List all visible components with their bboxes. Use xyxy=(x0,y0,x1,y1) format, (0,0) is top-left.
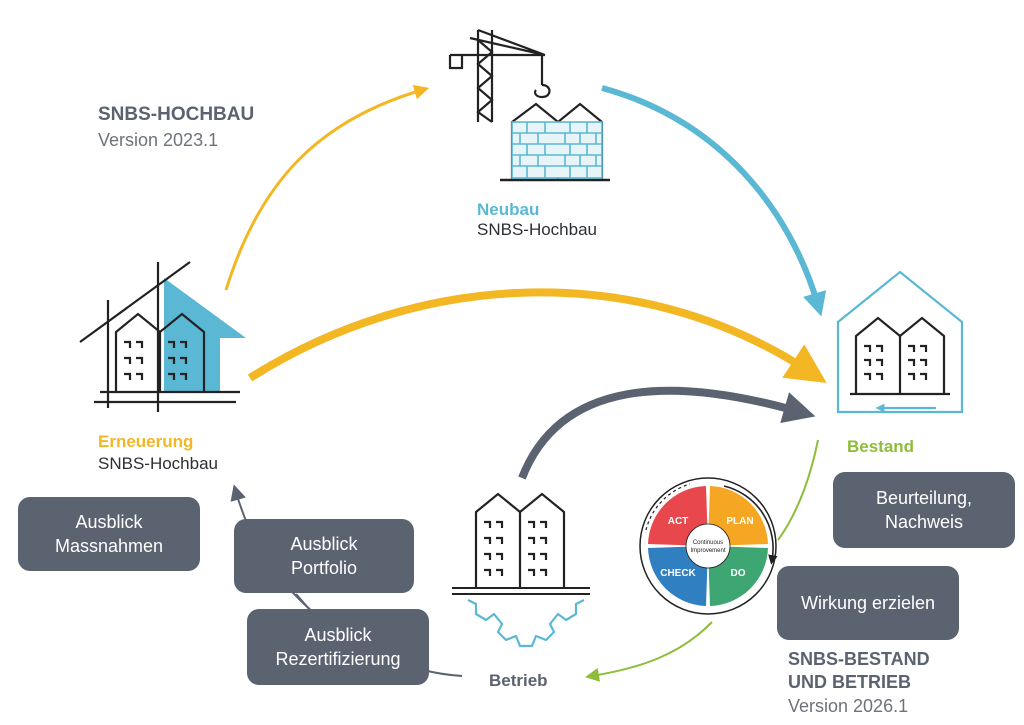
header-right-line1: SNBS-BESTAND xyxy=(788,649,930,669)
building-gear-icon xyxy=(452,492,590,648)
neubau-subtitle: SNBS-Hochbau xyxy=(477,220,598,239)
bestand-title: Bestand xyxy=(847,437,915,456)
box-rezert-line2: Rezertifizierung xyxy=(275,649,401,669)
arrow-erneuerung-to-bestand xyxy=(247,288,827,383)
box-beurteilung-nachweis: Beurteilung, Nachweis xyxy=(833,472,1015,548)
arrow-erneuerung-to-neubau xyxy=(224,84,430,291)
box-portfolio-line2: Portfolio xyxy=(290,558,358,578)
box-massnahmen-line2: Massnahmen xyxy=(54,536,164,556)
brick-wall xyxy=(511,121,603,179)
box-massnahmen-line1: Ausblick xyxy=(75,511,143,532)
pdca-check-label: CHECK xyxy=(660,568,696,579)
pdca-center-line1: Continuous xyxy=(693,540,723,546)
header-right-version: Version 2026.1 xyxy=(788,696,909,716)
pdca-cycle: ACT PLAN CHECK DO Continuous Improvement xyxy=(639,477,778,615)
box-wirkung-erzielen: Wirkung erzielen xyxy=(777,566,959,640)
header-right-line2: UND BETRIEB xyxy=(788,672,912,692)
arrow-neubau-to-bestand xyxy=(601,85,827,317)
betrieb-title: Betrieb xyxy=(489,671,548,690)
box-rezert-line1: Ausblick xyxy=(304,624,372,645)
box-ausblick-portfolio: Ausblick Portfolio xyxy=(234,519,414,593)
box-ausblick-rezertifizierung: Ausblick Rezertifizierung xyxy=(247,609,429,685)
erneuerung-subtitle: SNBS-Hochbau xyxy=(98,454,219,473)
box-beurteilung-line2: Nachweis xyxy=(884,512,964,532)
pdca-center-line2: Improvement xyxy=(690,548,725,554)
arrow-bestand-to-pdca xyxy=(777,439,819,541)
pdca-act-label: ACT xyxy=(668,516,689,527)
arrow-betrieb-to-bestand xyxy=(518,386,816,480)
connector-rezert-portfolio xyxy=(295,593,311,611)
box-portfolio-line1: Ausblick xyxy=(290,533,358,554)
header-left-version: Version 2023.1 xyxy=(98,130,219,150)
pdca-plan-label: PLAN xyxy=(726,516,753,527)
neubau-title: Neubau xyxy=(477,200,540,219)
box-wirkung-line1: Wirkung erzielen xyxy=(800,592,936,613)
header-left-title: SNBS-HOCHBAU xyxy=(98,104,255,125)
arrow-pdca-to-betrieb xyxy=(585,621,713,682)
pdca-do-label: DO xyxy=(731,568,746,579)
existing-house-icon xyxy=(836,270,964,414)
box-beurteilung-line1: Beurteilung, xyxy=(875,487,973,508)
renovation-house-icon xyxy=(79,261,246,412)
erneuerung-title: Erneuerung xyxy=(98,432,194,451)
box-ausblick-massnahmen: Ausblick Massnahmen xyxy=(18,497,200,571)
